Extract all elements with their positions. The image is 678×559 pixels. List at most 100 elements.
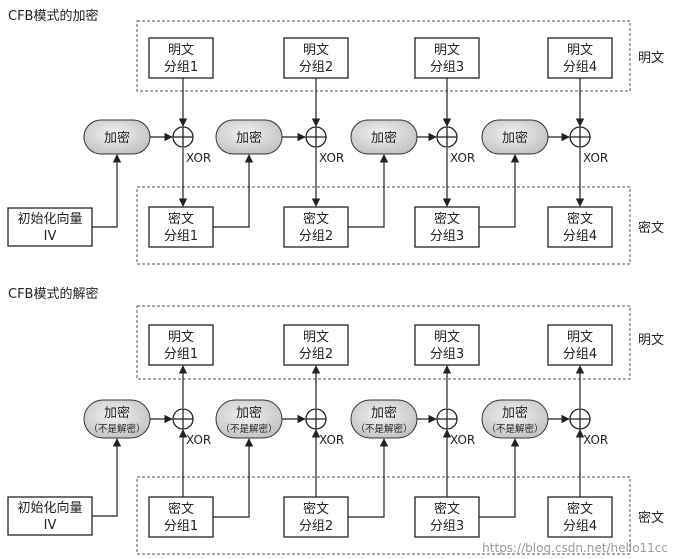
svg-text:XOR: XOR [319,433,344,447]
encrypt-cipher-block-2: 密文 分组2 [283,206,349,248]
svg-text:（不是解密）: （不是解密） [88,423,145,435]
encrypt-plain-block-2: 明文 分组2 [283,37,349,79]
decrypt-plaintext-label: 明文 [638,333,664,348]
svg-text:分组2: 分组2 [299,519,333,534]
encrypt-enc-pill-2: 加密 [215,119,283,155]
decrypt-xor-4: XOR [569,408,608,447]
svg-text:明文: 明文 [303,330,329,345]
svg-text:明文: 明文 [434,43,460,58]
svg-text:密文: 密文 [434,501,460,517]
svg-text:分组2: 分组2 [299,347,333,362]
encrypt-xor-3: XOR [436,126,475,165]
decrypt-enc-pill-1: 加密 （不是解密） [83,399,151,439]
svg-text:加密: 加密 [236,405,262,421]
svg-text:分组4: 分组4 [563,60,597,75]
svg-text:分组3: 分组3 [430,229,464,244]
svg-text:明文: 明文 [303,43,329,58]
svg-text:明文: 明文 [567,330,593,345]
svg-text:（不是解密）: （不是解密） [486,423,543,435]
svg-text:XOR: XOR [450,433,475,447]
svg-text:IV: IV [44,229,57,244]
svg-text:加密: 加密 [371,130,397,146]
svg-text:分组4: 分组4 [563,519,597,534]
decrypt-arrows [92,365,585,518]
svg-text:加密: 加密 [236,130,262,146]
svg-text:XOR: XOR [583,433,608,447]
decrypt-iv-box: 初始化向量 IV [7,496,93,536]
svg-text:XOR: XOR [450,151,475,165]
svg-text:密文: 密文 [168,211,194,227]
svg-text:分组1: 分组1 [164,519,198,534]
decrypt-cipher-block-1: 密文 分组1 [148,496,214,538]
svg-text:（不是解密）: （不是解密） [220,423,277,435]
svg-text:加密: 加密 [104,130,130,146]
encrypt-xor-1: XOR [172,126,211,165]
decrypt-enc-pill-3: 加密 （不是解密） [350,399,418,439]
encrypt-cipher-block-4: 密文 分组4 [547,206,613,248]
encrypt-title: CFB模式的加密 [8,8,98,24]
decrypt-plain-block-4: 明文 分组4 [547,324,613,366]
encrypt-plaintext-region [136,20,631,92]
svg-text:分组2: 分组2 [299,229,333,244]
encrypt-plain-block-1: 明文 分组1 [148,37,214,79]
encrypt-cipher-block-3: 密文 分组3 [414,206,480,248]
svg-text:密文: 密文 [168,501,194,517]
encrypt-xor-2: XOR [305,126,344,165]
svg-text:明文: 明文 [567,43,593,58]
decrypt-plain-block-3: 明文 分组3 [414,324,480,366]
decrypt-enc-pill-4: 加密 （不是解密） [481,399,549,439]
decrypt-cipher-block-2: 密文 分组2 [283,496,349,538]
svg-text:密文: 密文 [567,211,593,227]
decrypt-enc-pill-2: 加密 （不是解密） [215,399,283,439]
encrypt-plain-block-4: 明文 分组4 [547,37,613,79]
svg-text:加密: 加密 [371,405,397,421]
svg-text:明文: 明文 [168,43,194,58]
encrypt-plain-block-3: 明文 分组3 [414,37,480,79]
encrypt-xor-4: XOR [569,126,608,165]
decrypt-title: CFB模式的解密 [8,286,98,302]
svg-text:XOR: XOR [186,433,211,447]
decrypt-plaintext-region [136,305,631,380]
svg-text:分组3: 分组3 [430,347,464,362]
encrypt-iv-box: 初始化向量 IV [7,207,93,247]
decrypt-ciphertext-label: 密文 [638,510,664,526]
svg-text:XOR: XOR [319,151,344,165]
svg-text:分组1: 分组1 [164,229,198,244]
svg-text:分组1: 分组1 [164,347,198,362]
svg-text:加密: 加密 [502,130,528,146]
svg-text:明文: 明文 [434,330,460,345]
svg-text:密文: 密文 [434,211,460,227]
svg-text:XOR: XOR [186,151,211,165]
svg-text:IV: IV [44,518,57,533]
decrypt-xor-1: XOR [172,408,211,447]
encrypt-arrows [92,78,585,228]
svg-text:XOR: XOR [583,151,608,165]
encrypt-cipher-block-1: 密文 分组1 [148,206,214,248]
encrypt-enc-pill-4: 加密 [481,119,549,155]
svg-text:明文: 明文 [168,330,194,345]
decrypt-plain-block-2: 明文 分组2 [283,324,349,366]
svg-text:分组3: 分组3 [430,519,464,534]
decrypt-xor-2: XOR [305,408,344,447]
svg-text:密文: 密文 [303,211,329,227]
svg-text:密文: 密文 [303,501,329,517]
svg-text:密文: 密文 [567,501,593,517]
encrypt-enc-pill-1: 加密 [83,119,151,155]
svg-text:初始化向量: 初始化向量 [17,211,82,227]
svg-text:初始化向量: 初始化向量 [17,500,82,516]
decrypt-cipher-block-4: 密文 分组4 [547,496,613,538]
svg-text:分组2: 分组2 [299,60,333,75]
svg-text:（不是解密）: （不是解密） [355,423,412,435]
decrypt-plain-block-1: 明文 分组1 [148,324,214,366]
decrypt-cipher-block-3: 密文 分组3 [414,496,480,538]
svg-text:分组1: 分组1 [164,60,198,75]
svg-text:分组4: 分组4 [563,229,597,244]
svg-text:分组4: 分组4 [563,347,597,362]
encrypt-enc-pill-3: 加密 [350,119,418,155]
svg-text:分组3: 分组3 [430,60,464,75]
watermark-text: https://blog.csdn.net/hello11cc [482,541,668,555]
svg-text:加密: 加密 [104,405,130,421]
decrypt-xor-3: XOR [436,408,475,447]
svg-text:加密: 加密 [502,405,528,421]
